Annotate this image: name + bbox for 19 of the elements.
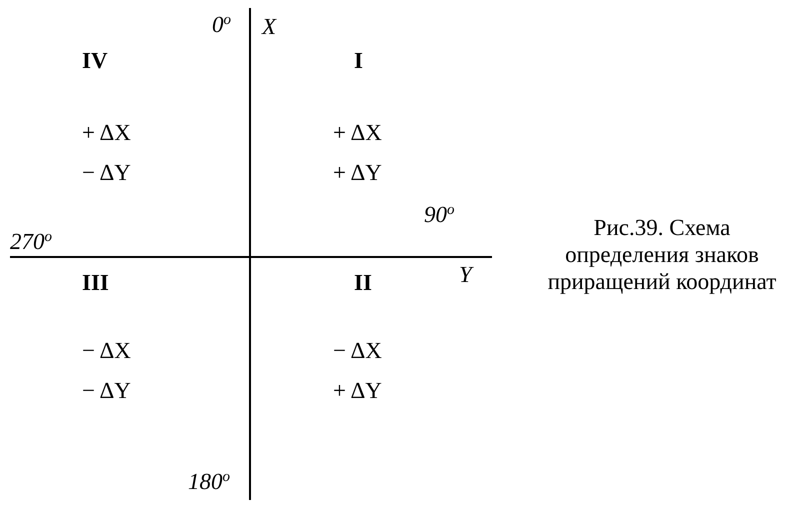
quadrant-number: III (82, 270, 109, 296)
sign-label: − ΔY (82, 378, 131, 404)
axis-label: Y (459, 262, 472, 288)
axis-label: X (262, 14, 276, 40)
sign-label: + ΔY (333, 378, 382, 404)
quadrant-number: I (354, 48, 363, 74)
angle-label: 180$^{o}$ (188, 469, 230, 495)
quadrant-number: IV (82, 48, 108, 74)
sign-label: + ΔX (333, 120, 382, 146)
quadrant-number: II (354, 270, 372, 296)
sign-label: − ΔY (82, 160, 131, 186)
sign-label: + ΔX (82, 120, 131, 146)
sign-label: + ΔY (333, 160, 382, 186)
angle-label: 270$^{o}$ (10, 229, 52, 255)
sign-label: − ΔX (82, 338, 131, 364)
figure-caption: Рис.39. Схема определения знаков приращений координат (546, 214, 778, 295)
sign-label: − ΔX (333, 338, 382, 364)
angle-label: 90$^{o}$ (424, 202, 454, 228)
angle-label: 0$^{o}$ (212, 12, 231, 38)
